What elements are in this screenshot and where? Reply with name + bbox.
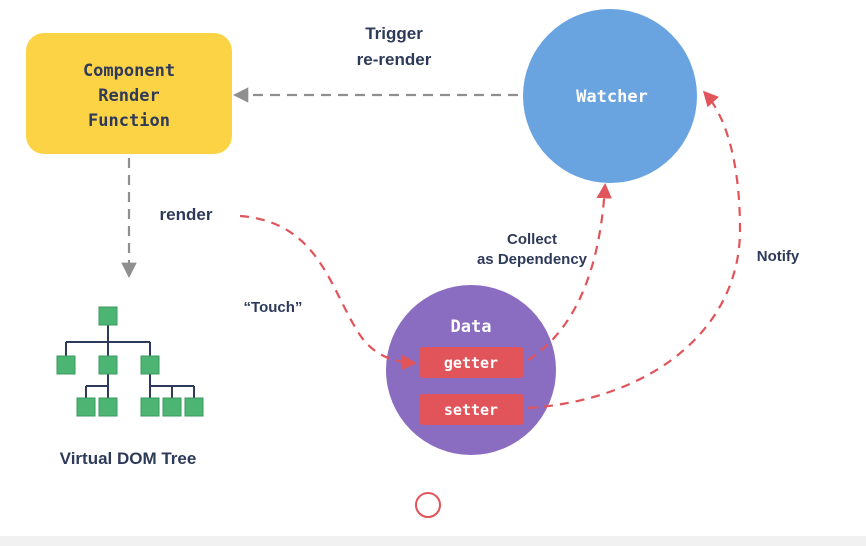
tree-nodes: [56, 306, 204, 417]
notify-arrow: [527, 90, 742, 410]
data-node: Data getter setter: [386, 285, 556, 455]
collect-dependency-arrow: [527, 182, 612, 361]
render-function-node: Component Render Function: [26, 33, 232, 154]
tree-node: [98, 397, 118, 417]
trigger-label-line1: Trigger: [365, 24, 423, 43]
tree-node: [140, 355, 160, 375]
cursor-ring-icon: [415, 492, 441, 518]
tree-node: [140, 397, 160, 417]
tree-node: [56, 355, 76, 375]
render-function-label-line2: Render: [98, 86, 159, 106]
virtual-dom-tree-icon: [65, 325, 195, 398]
data-label: Data: [451, 317, 492, 337]
tree-node-root: [98, 306, 118, 326]
watcher-node: Watcher: [523, 9, 697, 183]
bottom-bar: [0, 536, 866, 546]
watcher-label: Watcher: [576, 87, 648, 107]
tree-node: [76, 397, 96, 417]
touch-label: “Touch”: [244, 299, 303, 316]
trigger-label-line2: re-render: [357, 50, 432, 69]
render-function-label-line3: Function: [88, 111, 170, 131]
render-label: render: [160, 205, 213, 224]
virtual-dom-tree-label: Virtual DOM Tree: [60, 449, 197, 468]
collect-label-line1: Collect: [507, 231, 557, 248]
collect-label-line2: as Dependency: [477, 251, 588, 268]
notify-label: Notify: [757, 248, 800, 265]
render-function-label-line1: Component: [83, 61, 175, 81]
setter-pill: setter: [419, 394, 524, 425]
tree-node: [98, 355, 118, 375]
tree-node: [184, 397, 204, 417]
getter-label: getter: [444, 354, 498, 372]
tree-node: [162, 397, 182, 417]
getter-pill: getter: [419, 347, 524, 378]
touch-arrow: [239, 214, 418, 371]
setter-label: setter: [444, 401, 498, 419]
